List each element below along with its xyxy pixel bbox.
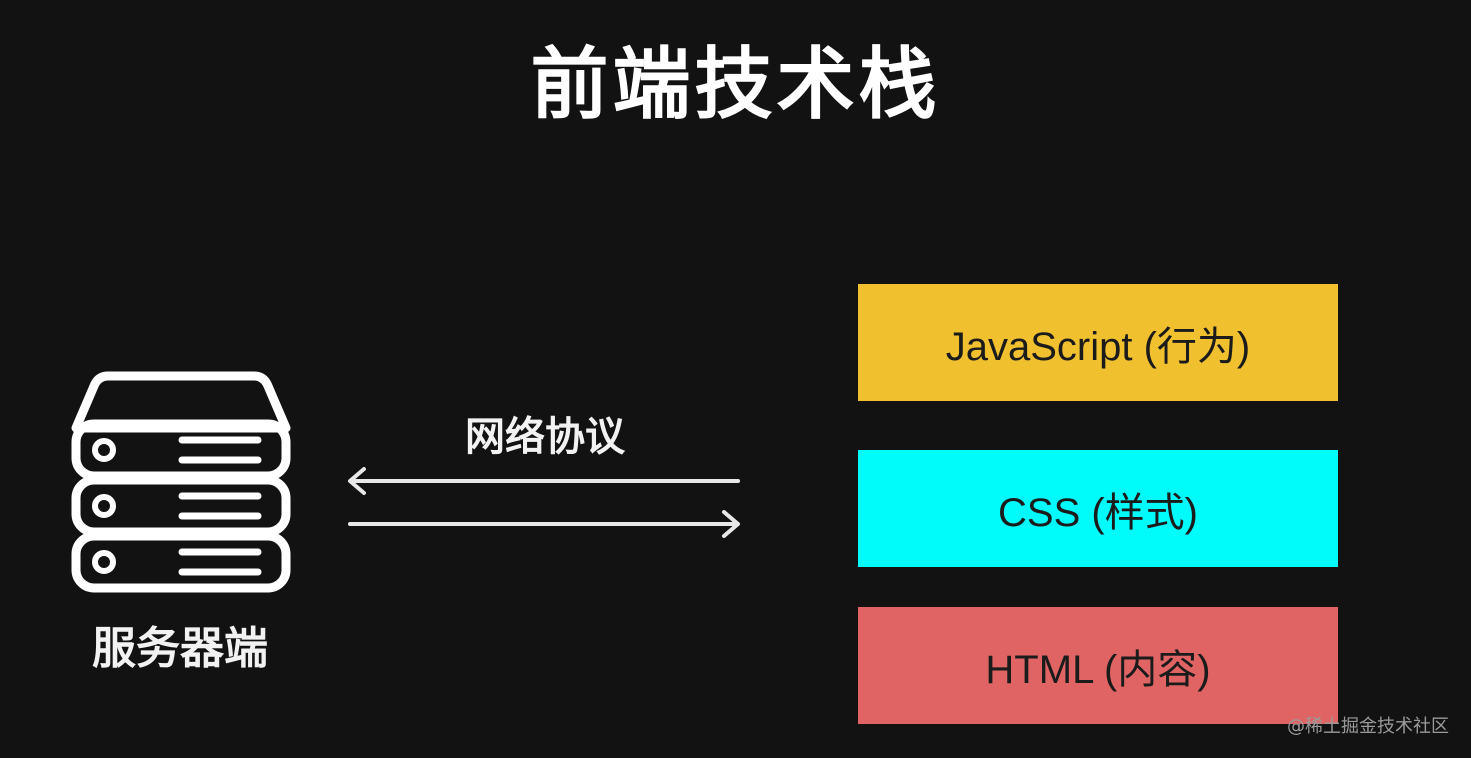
layer-html: HTML (内容) [858, 607, 1338, 724]
server-stack-icon [71, 371, 291, 593]
protocol-label: 网络协议 [465, 414, 625, 460]
layer-javascript: JavaScript (行为) [858, 284, 1338, 401]
arrow-right-icon [348, 510, 740, 538]
layer-javascript-label: JavaScript (行为) [945, 324, 1251, 369]
arrow-left-icon [348, 467, 740, 495]
server-label: 服务器端 [92, 623, 268, 674]
layer-css-label: CSS (样式) [998, 490, 1198, 535]
layer-css: CSS (样式) [858, 450, 1338, 567]
slide-title: 前端技术栈 [530, 40, 941, 130]
layer-html-label: HTML (内容) [985, 647, 1211, 692]
protocol-arrows [348, 467, 740, 538]
watermark: @稀土掘金技术社区 [1287, 716, 1449, 737]
